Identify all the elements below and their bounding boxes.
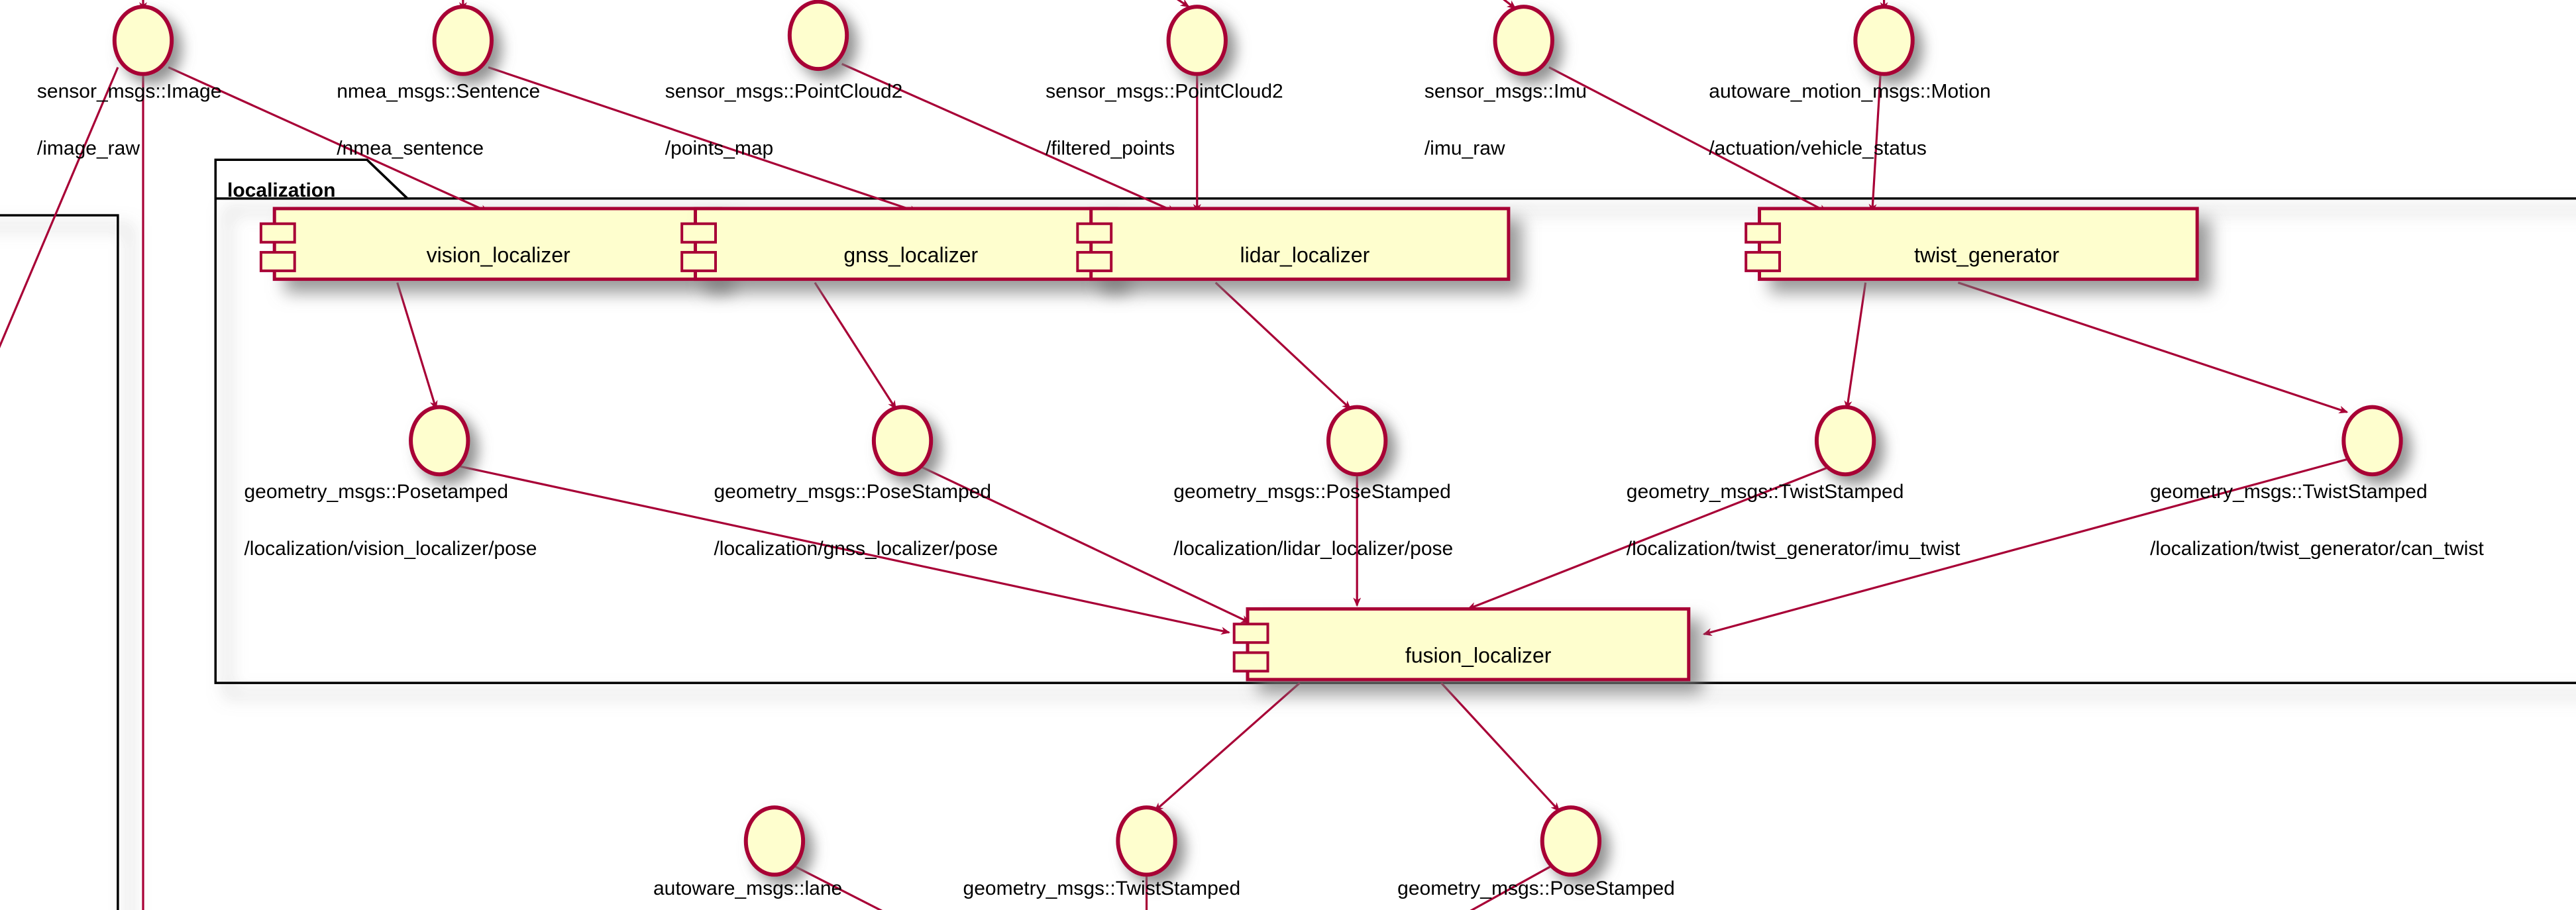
edge-fusion_localizer-to-pose_out [1440, 682, 1560, 812]
interface-can_twist[interactable]: geometry_msgs::TwistStamped /localizatio… [2150, 405, 2484, 560]
component-vision_localizer-label: vision_localizer [427, 243, 570, 267]
edge-gnss_localizer-to-gnss_pose [814, 281, 897, 410]
interface-filtered_points-type: sensor_msgs::PointCloud2 [1046, 80, 1283, 102]
edges-top [0, 0, 1888, 910]
components-group: vision_localizer gnss_localizer lidar_lo… [259, 207, 2199, 682]
edge-lidar_localizer-to-lidar_pose [1214, 281, 1352, 410]
interface-lidar_pose-topic: /localization/lidar_localizer/pose [1173, 538, 1453, 560]
package-localization: localization [214, 158, 2576, 684]
interface-pose_out-type: geometry_msgs::PoseStamped [1397, 878, 1675, 899]
interface-final_waypoints-type: autoware_msgs::lane [653, 878, 842, 899]
edge-vision_localizer-to-vision_pose [396, 282, 438, 411]
interface-imu_raw[interactable]: sensor_msgs::Imu /imu_raw [1424, 5, 1587, 160]
interface-nmea_sentence-topic: /nmea_sentence [337, 138, 484, 160]
interface-can_twist-type: geometry_msgs::TwistStamped [2150, 481, 2428, 503]
interface-vision_pose-type: geometry_msgs::Posetamped [244, 481, 508, 503]
component-gnss_localizer-label: gnss_localizer [843, 243, 978, 267]
edge-vision_pose-to-fusion_localizer [457, 464, 1231, 635]
interface-vehicle_status[interactable]: autoware_motion_msgs::Motion /actuation/… [1709, 5, 1991, 160]
edge-final_waypoints-downward [790, 864, 883, 910]
component-lidar_localizer-label: lidar_localizer [1240, 243, 1370, 267]
interface-vision_pose-topic: /localization/vision_localizer/pose [244, 538, 537, 560]
edge-into-filtered_points [1176, 0, 1190, 8]
interface-nmea_sentence[interactable]: nmea_msgs::Sentence /nmea_sentence [337, 5, 540, 160]
interface-vehicle_status-type: autoware_motion_msgs::Motion [1709, 80, 1990, 102]
interface-imu_raw-topic: /imu_raw [1424, 138, 1505, 160]
interface-gnss_pose-type: geometry_msgs::PoseStamped [714, 481, 991, 503]
interface-lidar_pose-type: geometry_msgs::PoseStamped [1173, 481, 1451, 503]
interface-vehicle_status-topic: /actuation/vehicle_status [1709, 138, 1927, 160]
component-gnss_localizer[interactable]: gnss_localizer [680, 207, 1118, 281]
edge-points_map-to-lidar_localizer [841, 63, 1177, 213]
interface-lidar_pose[interactable]: geometry_msgs::PoseStamped /localization… [1173, 405, 1453, 560]
interface-imu_twist[interactable]: geometry_msgs::TwistStamped /localizatio… [1627, 405, 1960, 560]
component-fusion_localizer-label: fusion_localizer [1405, 644, 1552, 668]
package-label-localization: localization [227, 179, 335, 201]
interface-final_waypoints[interactable]: autoware_msgs::lane /final_waypoints [653, 805, 842, 910]
interface-imu_raw-type: sensor_msgs::Imu [1424, 80, 1587, 102]
edge-image_raw-left-branch [0, 66, 119, 348]
interface-image_raw-type: sensor_msgs::Image [37, 80, 222, 102]
interfaces-mid-group: geometry_msgs::Posetamped /localization/… [244, 405, 2484, 560]
component-fusion_localizer[interactable]: fusion_localizer [1232, 607, 1691, 682]
interfaces-bottom-group: autoware_msgs::lane /final_waypoints geo… [653, 805, 1675, 910]
interfaces-top-group: sensor_msgs::Image /image_raw nmea_msgs:… [37, 0, 1991, 160]
edges-bottom [790, 682, 1560, 910]
interface-image_raw[interactable]: sensor_msgs::Image /image_raw [37, 5, 222, 160]
interface-gnss_pose-topic: /localization/gnss_localizer/pose [714, 538, 998, 560]
interface-gnss_pose[interactable]: geometry_msgs::PoseStamped /localization… [714, 405, 998, 560]
edge-fusion_localizer-to-twist_out [1154, 682, 1301, 812]
interface-imu_twist-topic: /localization/twist_generator/imu_twist [1627, 538, 1960, 560]
edge-gnss_pose-to-fusion_localizer [918, 465, 1251, 624]
edge-nmea_sentence-to-gnss_localizer [488, 66, 919, 213]
edge-twist_generator-to-can_twist [1957, 281, 2349, 414]
edge-image_raw-to-vision_localizer [168, 66, 490, 213]
left-partial-package [0, 214, 119, 910]
interface-nmea_sentence-type: nmea_msgs::Sentence [337, 80, 540, 102]
interface-twist_out[interactable]: geometry_msgs::TwistStamped /localizatio… [963, 805, 1241, 910]
edges-mid [396, 281, 2349, 414]
interface-filtered_points-topic: /filtered_points [1046, 138, 1175, 160]
edge-pose_out-downward [1470, 864, 1555, 910]
edge-vehicle_status-to-twist_generator [1868, 70, 1882, 214]
edge-into-imu_raw [1503, 0, 1517, 9]
interface-vision_pose[interactable]: geometry_msgs::Posetamped /localization/… [244, 405, 537, 560]
interface-twist_out-type: geometry_msgs::TwistStamped [963, 878, 1241, 899]
interface-points_map-type: sensor_msgs::PointCloud2 [665, 80, 903, 102]
edge-twist_generator-to-imu_twist [1844, 282, 1867, 411]
interface-can_twist-topic: /localization/twist_generator/can_twist [2150, 538, 2484, 560]
component-vision_localizer[interactable]: vision_localizer [259, 207, 723, 281]
edge-can_twist-to-fusion_localizer [1702, 456, 2354, 636]
interface-points_map-topic: /points_map [665, 138, 773, 160]
edges-to-fusion [457, 456, 2354, 636]
interface-filtered_points[interactable]: sensor_msgs::PointCloud2 /filtered_point… [1046, 5, 1283, 160]
interface-imu_twist-type: geometry_msgs::TwistStamped [1627, 481, 1904, 503]
component-twist_generator-label: twist_generator [1914, 243, 2059, 267]
interface-pose_out[interactable]: geometry_msgs::PoseStamped /localization… [1397, 805, 1675, 910]
interface-points_map[interactable]: sensor_msgs::PointCloud2 /points_map [665, 0, 903, 160]
edge-imu_raw-to-twist_generator [1548, 66, 1828, 213]
component-lidar_localizer[interactable]: lidar_localizer [1076, 207, 1511, 281]
component-twist_generator[interactable]: twist_generator [1744, 207, 2199, 281]
edge-imu_twist-to-fusion_localizer [1467, 465, 1833, 610]
interface-image_raw-topic: /image_raw [37, 138, 140, 160]
